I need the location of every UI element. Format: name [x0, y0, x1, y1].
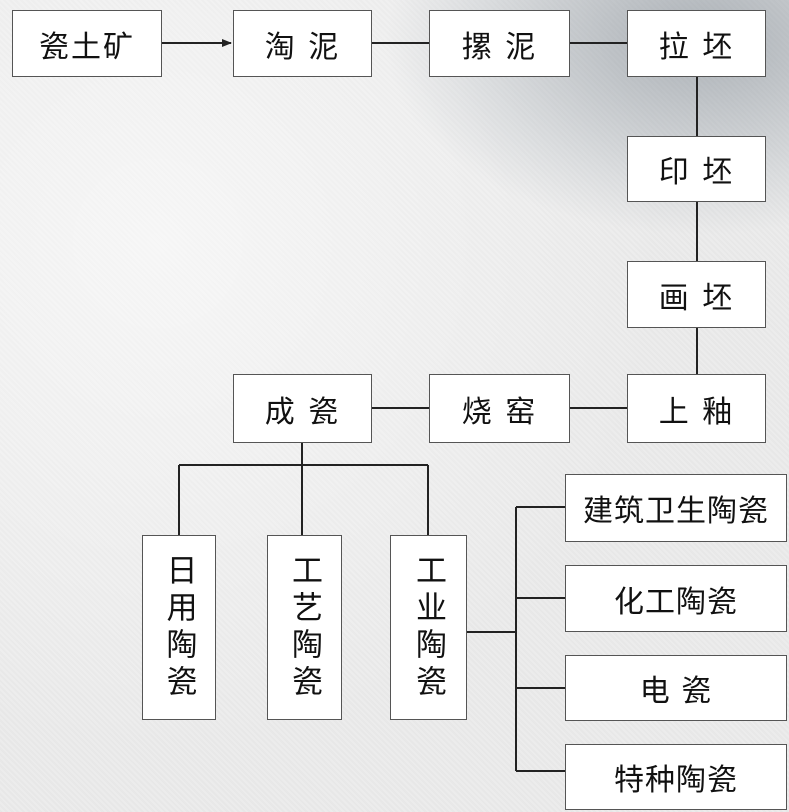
category-craft: 工艺陶瓷: [267, 535, 342, 720]
industrial-type-chemical: 化工陶瓷: [565, 565, 787, 632]
process-step-ore: 瓷土矿: [12, 10, 162, 77]
industrial-type-building: 建筑卫生陶瓷: [565, 474, 787, 542]
process-step-paint: 画 坯: [627, 261, 766, 328]
process-step-kiln: 烧 窑: [429, 374, 570, 443]
category-daily: 日用陶瓷: [142, 535, 216, 720]
process-step-throw: 拉 坯: [627, 10, 766, 77]
process-step-wash: 淘 泥: [233, 10, 372, 77]
process-step-print: 印 坯: [627, 136, 766, 202]
process-step-glaze: 上 釉: [627, 374, 766, 443]
process-step-done: 成 瓷: [233, 374, 372, 443]
category-industrial: 工业陶瓷: [390, 535, 467, 720]
industrial-type-electric: 电 瓷: [565, 655, 787, 721]
process-step-pile: 摞 泥: [429, 10, 570, 77]
industrial-type-special: 特种陶瓷: [565, 744, 787, 810]
